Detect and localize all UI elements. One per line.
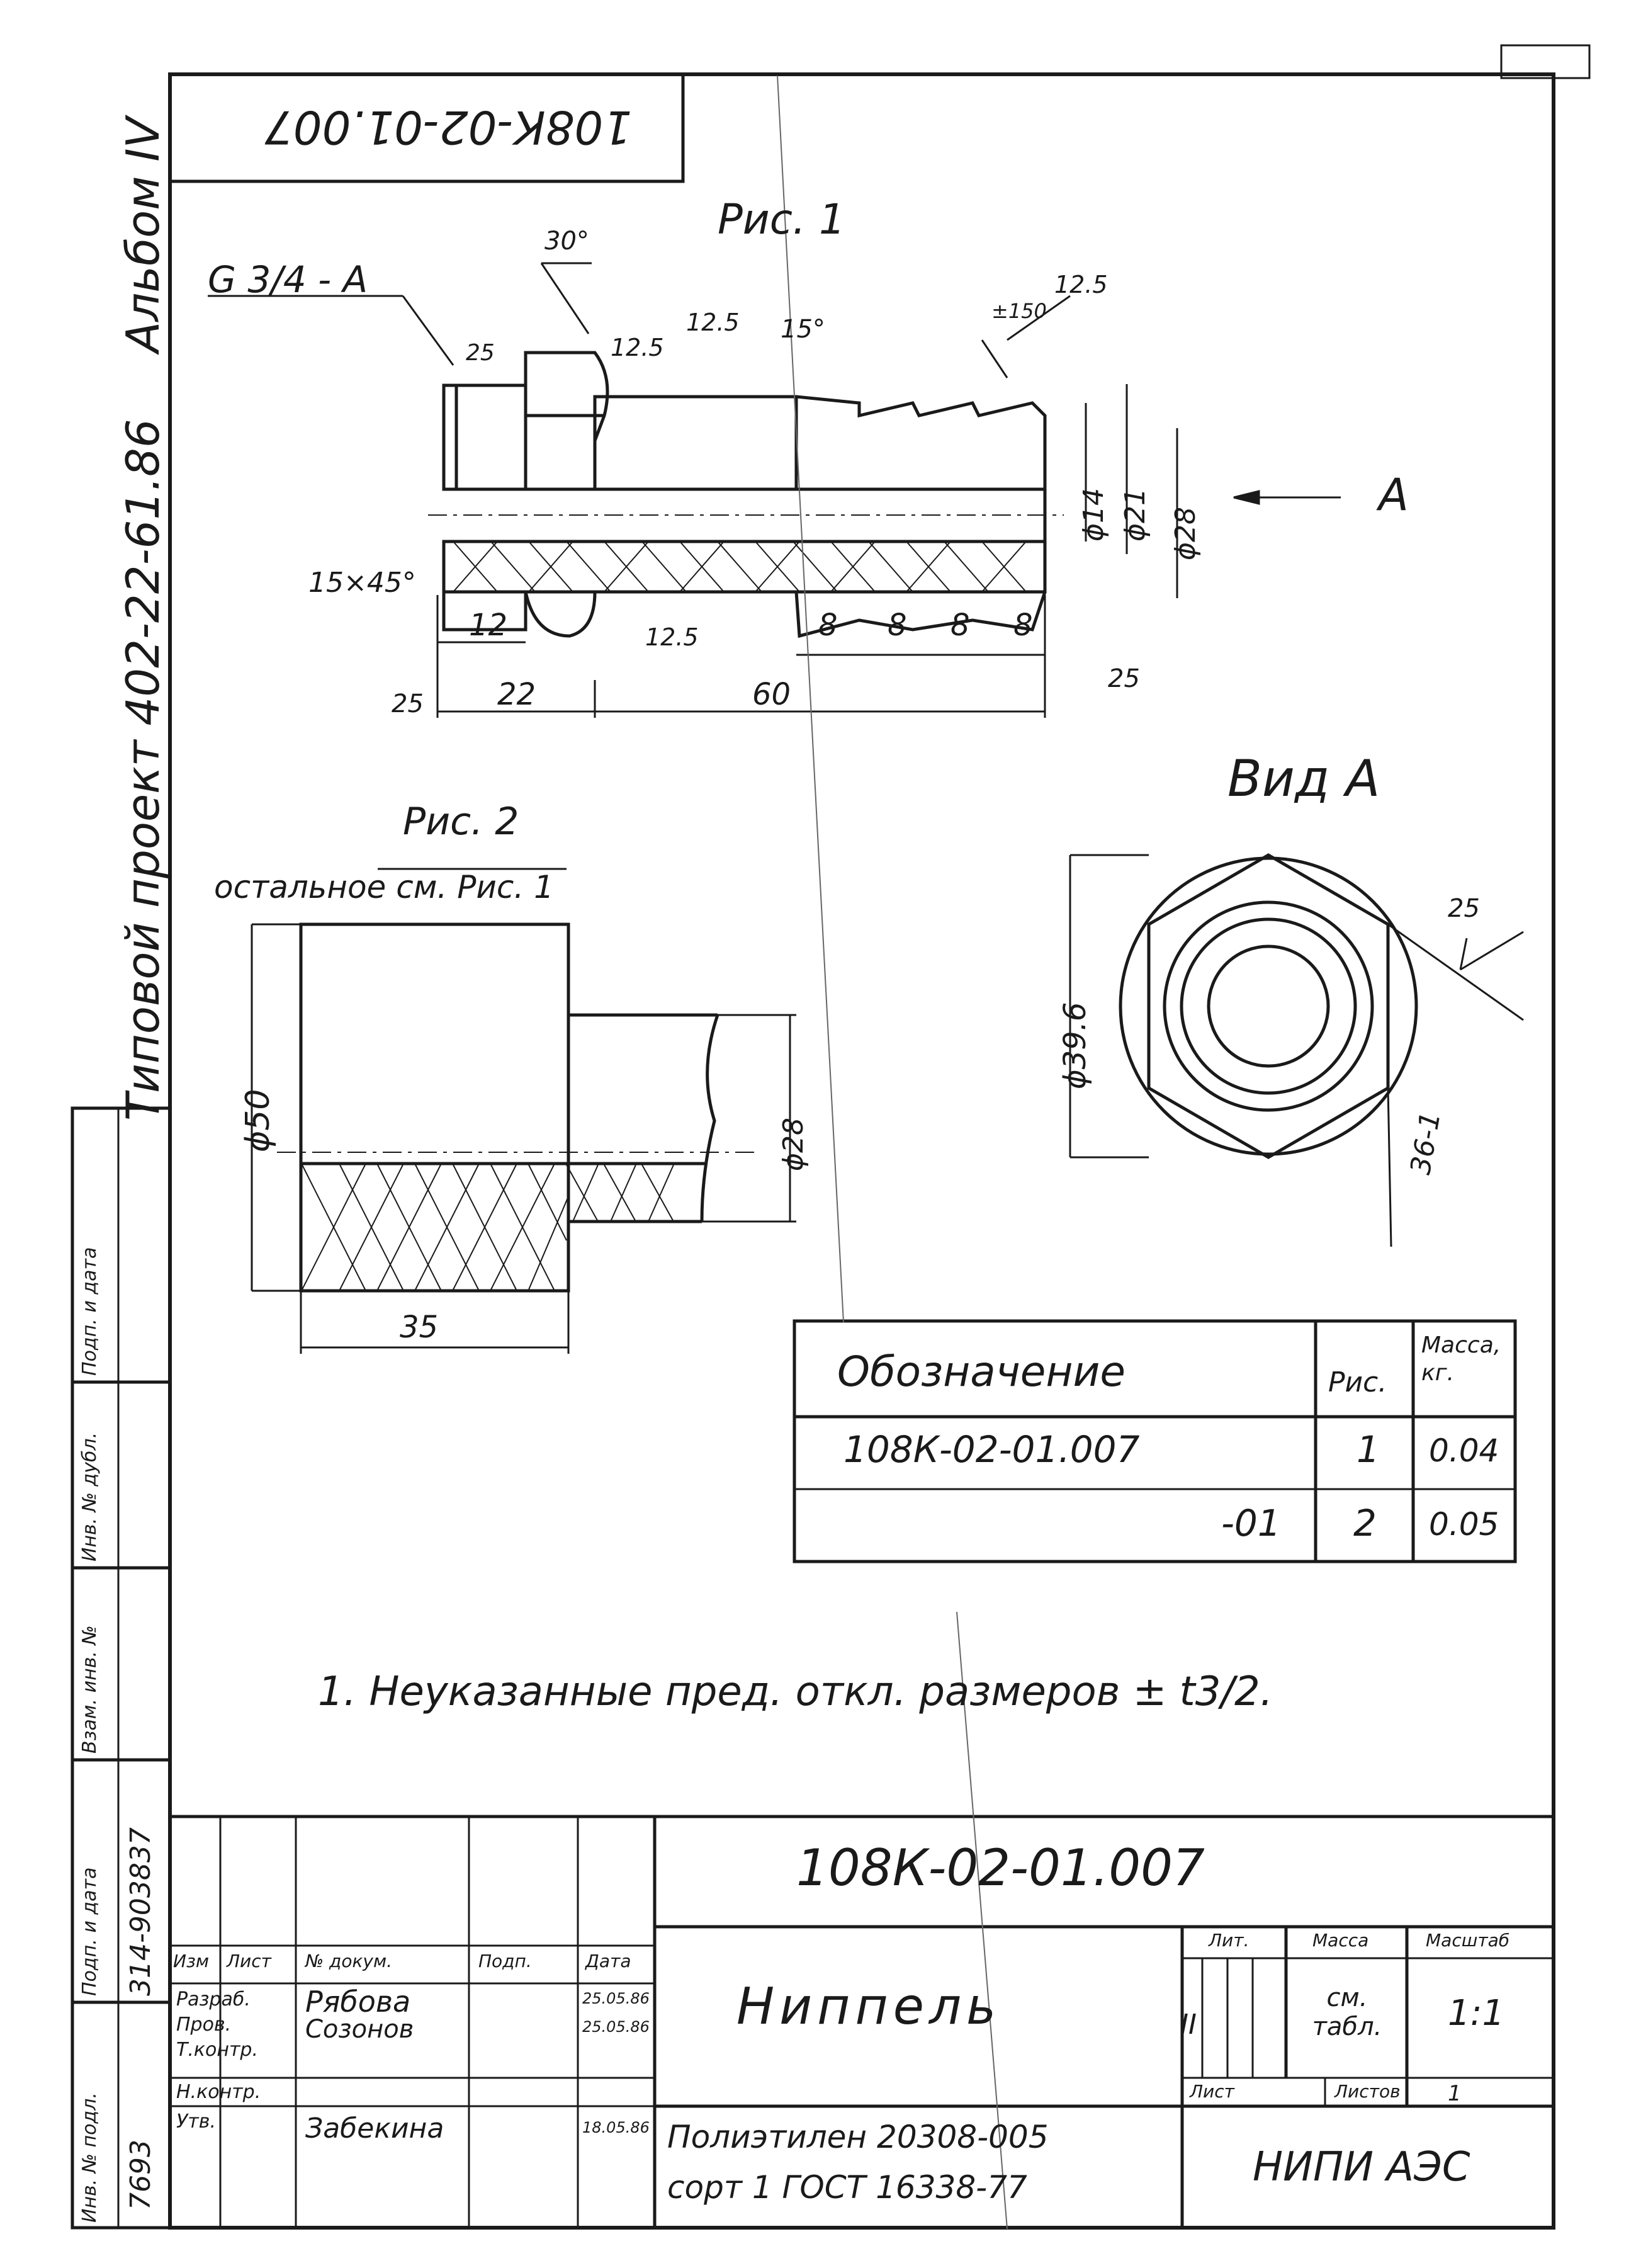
fig1-roughness-3: 12.5 — [1054, 271, 1108, 298]
title-scale-header: Масштаб — [1426, 1930, 1510, 1951]
sig-col-sheet: Лист — [227, 1951, 271, 1971]
fig1-dimensions — [208, 262, 1341, 718]
spec-row1-fig: 1 — [1357, 1428, 1380, 1471]
fig2-subtitle: остальное см. Рис. 1 — [214, 869, 554, 905]
fig1-roughness-25b: 25 — [392, 689, 424, 718]
header-doc-number: 108К-02-01.007 — [264, 101, 633, 154]
sig-date-4: 18.05.86 — [582, 2119, 650, 2136]
sig-date-2: 25.05.86 — [582, 2018, 650, 2036]
view-a-roughness: 25 — [1448, 894, 1480, 923]
title-material-line2: сорт 1 ГОСТ 16338-77 — [667, 2169, 1027, 2206]
title-lit-header: Лит. — [1209, 1930, 1250, 1951]
sig-col-sign: Подп. — [478, 1951, 532, 1971]
fig1-angle-30: 30° — [544, 227, 589, 256]
sig-col-date: Дата — [585, 1951, 631, 1971]
fig1-dim-8b: 8 — [888, 608, 907, 643]
spec-table-frame — [793, 1319, 1517, 1563]
title-sheets-header: Листов — [1334, 2081, 1401, 2102]
fig2-part-drawing — [277, 922, 755, 1293]
sig-role-tech-control: Т.контр. — [176, 2039, 259, 2061]
view-a-diameter: ϕ39.6 — [1058, 1002, 1093, 1089]
scan-artifact-line — [777, 75, 844, 1323]
spec-row2-mass: 0.05 — [1429, 1506, 1499, 1543]
sig-col-docnum: № докум. — [305, 1951, 393, 1971]
side-album-label: Альбом IV — [116, 117, 169, 353]
general-note: 1. Неуказанные пред. откл. размеров ± t3… — [318, 1669, 1273, 1715]
fig1-diameter-14: ϕ14 — [1078, 487, 1110, 541]
scan-artifact-line-2 — [956, 1611, 1008, 2230]
spec-header-fig: Рис. — [1328, 1366, 1387, 1398]
fig2-dim-35: 35 — [400, 1310, 439, 1345]
title-block-frame — [168, 1815, 1555, 2230]
strip-inv-value: 7693 — [125, 2140, 157, 2210]
title-scale-value: 1:1 — [1448, 1993, 1505, 2034]
fig1-part-drawing — [428, 351, 1064, 638]
strip-sign-label: Подп. и дата — [79, 1867, 101, 1996]
fig1-dim-12: 12 — [469, 608, 508, 643]
strip-inv-label: Инв. № подл. — [79, 2092, 101, 2223]
sig-name-4: Забекина — [305, 2112, 444, 2145]
fig1-diameter-28: ϕ28 — [1170, 506, 1202, 560]
spec-header-mass: Масса, кг. — [1421, 1332, 1501, 1386]
fig1-dim-8c: 8 — [951, 608, 970, 643]
title-doc-number: 108К-02-01.007 — [796, 1839, 1205, 1897]
spec-row2-designation: -01 — [1221, 1502, 1281, 1545]
title-sheets-value: 1 — [1448, 2081, 1462, 2106]
fig1-dim-22: 22 — [497, 677, 536, 712]
title-material-line1: Полиэтилен 20308-005 — [667, 2119, 1049, 2155]
fig1-diameter-21: ϕ21 — [1119, 487, 1151, 541]
title-lit-value: II — [1180, 2009, 1197, 2041]
sig-role-developer: Разраб. — [176, 1988, 251, 2010]
sig-role-approver: Утв. — [176, 2111, 216, 2133]
fig1-hatching — [453, 541, 1027, 593]
fig1-chamfer: 15×45° — [308, 567, 416, 599]
fig1-tolerance: ±150 — [991, 299, 1047, 323]
spec-row2-fig: 2 — [1353, 1502, 1377, 1545]
fig1-angle-15: 15° — [781, 315, 825, 344]
fig2-hatching — [302, 1164, 674, 1290]
strip-sign-value: 314-903837 — [125, 1827, 157, 1996]
strip-sign-label-2: Подп. и дата — [79, 1247, 101, 1376]
side-project-title: Типовой проект 402-22-61.86 — [116, 419, 169, 1121]
sig-role-checker: Пров. — [176, 2014, 232, 2036]
fig1-roughness-1: 12.5 — [611, 334, 664, 361]
sig-name-1: Рябова — [305, 1985, 411, 2019]
title-mass-header: Масса — [1312, 1930, 1369, 1951]
sig-name-2: Созонов — [305, 2015, 414, 2044]
view-a-title: Вид А — [1227, 749, 1380, 808]
sig-date-1: 25.05.86 — [582, 1990, 650, 2007]
view-a-dimensions — [1069, 854, 1524, 1247]
fig1-title: Рис. 1 — [718, 195, 845, 244]
strip-replace-label: Взам. инв. № — [79, 1625, 101, 1754]
title-mass-value: см. табл. — [1312, 1983, 1382, 2041]
title-part-name: Ниппель — [736, 1977, 1001, 2036]
strip-dup-label: Инв. № дубл. — [79, 1432, 101, 1562]
left-strip-frame — [71, 1106, 172, 2230]
fig1-roughness-25a: 25 — [466, 340, 495, 366]
spec-header-designation: Обозначение — [837, 1347, 1125, 1396]
title-organization: НИПИ АЭС — [1253, 2144, 1470, 2191]
fig1-view-arrow-label: A — [1379, 469, 1409, 521]
fig1-dim-8a: 8 — [818, 608, 838, 643]
fig1-roughness-2: 12.5 — [686, 309, 740, 336]
fig1-thread-label: G 3/4 - A — [208, 258, 368, 301]
title-sheet-header: Лист — [1190, 2081, 1234, 2102]
sig-role-norm-control: Н.контр. — [176, 2081, 261, 2103]
fig1-dim-8d: 8 — [1013, 608, 1033, 643]
fig2-title: Рис. 2 — [403, 800, 519, 844]
spec-row1-mass: 0.04 — [1429, 1432, 1499, 1469]
fig1-roughness-25c: 25 — [1108, 664, 1140, 693]
fig1-roughness-4: 12.5 — [645, 623, 699, 651]
view-a-hex — [1119, 853, 1418, 1159]
sig-col-change: Изм — [173, 1951, 209, 1971]
fig2-diameter-28: ϕ28 — [777, 1117, 810, 1171]
fig2-dimensions — [251, 868, 796, 1354]
spec-row1-designation: 108К-02-01.007 — [843, 1428, 1140, 1471]
fig1-dim-60: 60 — [752, 677, 791, 712]
fig2-diameter-50: ϕ50 — [239, 1089, 277, 1152]
